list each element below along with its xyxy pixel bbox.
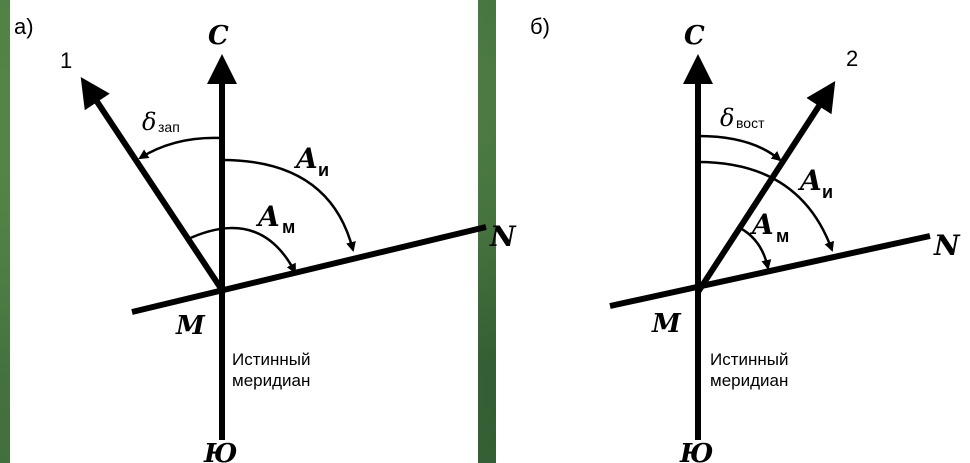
magnetic-azimuth-letter: A [255,200,280,233]
declination-arc [697,134,782,162]
panel-a-background [10,0,478,463]
m-label: M [175,311,206,341]
delta-subscript: вост [736,115,765,131]
true-azimuth-letter: A [797,164,822,197]
meridian-caption-line1: Истинный [710,350,789,369]
true-azimuth-arc [697,160,834,252]
direction-line-1 [80,77,225,292]
magnetic-azimuth-arc [185,226,297,274]
magnetic-meridian-line [609,233,931,309]
m-label: M [651,309,682,339]
true-azimuth-subscript: и [318,160,329,180]
magnetic-azimuth-subscript: м [776,226,789,246]
meridian-caption-line2: меридиан [232,371,310,390]
panel-b-tag: б) [530,14,550,39]
panel-a: а) С Ю 1 N M Истинный меридиан δ зап A и… [14,14,517,463]
north-label: С [684,21,705,51]
true-azimuth-letter: A [293,142,318,175]
true-azimuth-subscript: и [822,182,833,202]
meridian-caption-line1: Истинный [232,350,311,369]
declination-arc [138,136,223,160]
n-label: N [933,229,961,262]
meridian-caption-line2: меридиан [710,371,788,390]
panel-a-tag: а) [14,14,34,39]
direction-line-2 [695,80,836,294]
delta-symbol: δ [720,104,734,132]
magnetic-meridian-line [131,224,487,315]
n-label: N [489,220,517,253]
direction-label-1: 1 [60,48,72,73]
north-label: С [208,21,229,51]
panel-b-background [496,0,970,463]
direction-label-2: 2 [846,46,858,71]
true-azimuth-arc [221,158,356,252]
magnetic-azimuth-letter: A [749,208,774,241]
south-label: Ю [203,439,237,463]
panel-b: б) С Ю 2 N M Истинный меридиан δ вост A … [530,14,961,463]
delta-subscript: зап [158,119,180,135]
magnetic-azimuth-arc [739,226,772,270]
delta-symbol: δ [142,108,156,136]
magnetic-azimuth-subscript: м [282,217,295,237]
south-label: Ю [679,439,713,463]
